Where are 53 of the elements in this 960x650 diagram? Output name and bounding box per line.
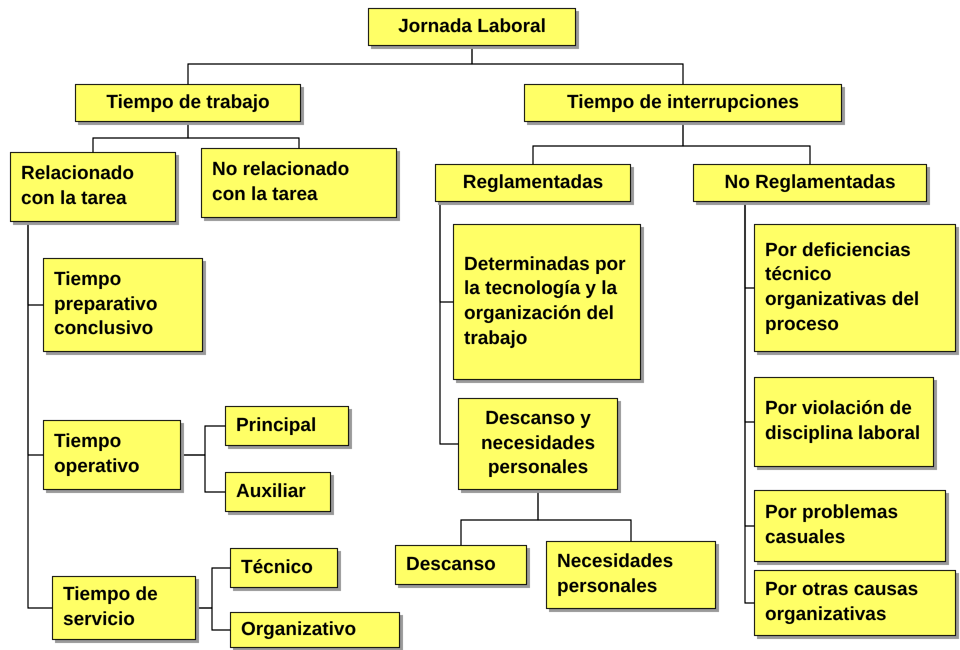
category-box	[458, 398, 618, 490]
category-box	[43, 258, 203, 352]
category-box	[754, 377, 934, 467]
category-box	[546, 541, 716, 609]
box-label: Necesidades personales	[557, 550, 674, 599]
box-label: No relacionado con la tarea	[212, 158, 350, 207]
category-box	[43, 420, 181, 490]
category-box	[754, 224, 956, 352]
category-box	[10, 152, 176, 222]
category-box	[754, 490, 946, 562]
connector-line	[439, 202, 458, 445]
connector-line	[196, 607, 230, 631]
box-label: Por violación de disciplina laboral	[765, 397, 922, 446]
box-label: No Reglamentadas	[724, 170, 896, 195]
box-label: Determinadas por la tecnología y la organización del trabajo	[464, 252, 627, 351]
connector-line	[471, 46, 684, 84]
box-label: Auxiliar	[236, 480, 306, 504]
box-label: Descanso y necesidades personales	[480, 406, 596, 480]
box-label: Reglamentadas	[462, 170, 604, 195]
category-box	[524, 84, 842, 122]
category-box	[693, 164, 927, 202]
category-box	[225, 472, 331, 512]
box-label: Jornada Laboral	[398, 14, 546, 39]
box-label: Tiempo de trabajo	[106, 90, 270, 115]
category-box	[52, 576, 196, 640]
category-box	[754, 570, 956, 636]
box-label: Tiempo de servicio	[63, 583, 159, 632]
category-box	[201, 148, 397, 218]
connector-line	[744, 202, 754, 604]
category-box	[453, 224, 641, 380]
box-label: Tiempo de interrupciones	[567, 90, 799, 115]
category-box	[225, 406, 349, 446]
category-box	[395, 545, 527, 585]
box-label: Organizativo	[241, 618, 356, 642]
box-label: Principal	[236, 414, 316, 438]
category-box	[75, 84, 301, 122]
box-label: Tiempo preparativo conclusivo	[54, 268, 158, 342]
box-label: Por otras causas organizativas	[765, 578, 920, 627]
box-label: Por deficiencias técnico organizativas del proceso	[765, 238, 920, 337]
box-label: Por problemas casuales	[765, 501, 900, 550]
category-box	[230, 612, 400, 648]
box-label: Descanso	[406, 552, 496, 577]
connector-line	[537, 490, 632, 541]
connector-line	[181, 454, 225, 493]
category-box	[368, 8, 576, 46]
connector-line	[682, 122, 811, 164]
category-box	[435, 164, 631, 202]
box-label: Tiempo operativo	[54, 430, 141, 479]
box-label: Relacionado con la tarea	[21, 162, 135, 211]
connector-line	[187, 122, 300, 148]
connector-line	[27, 222, 52, 609]
box-label: Técnico	[241, 556, 313, 580]
category-box	[230, 548, 338, 588]
